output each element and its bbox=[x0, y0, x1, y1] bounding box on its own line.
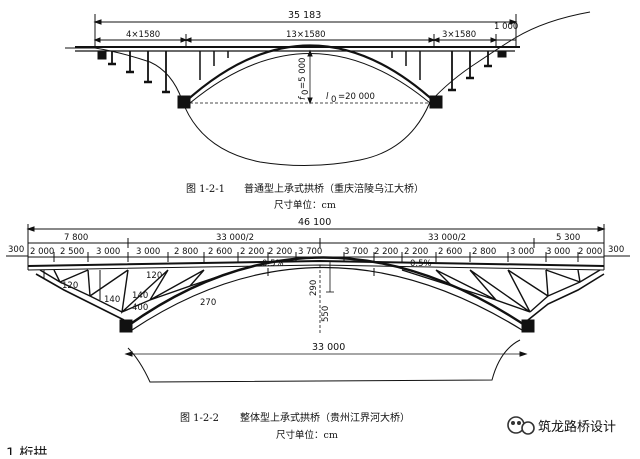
figure-2-labels: 46 100 300 300 7 800 33 000/2 33 000/2 5… bbox=[8, 217, 624, 441]
fig1-right-span: 3×1580 bbox=[442, 30, 476, 40]
fig1-caption-number: 图 1-2-1 bbox=[186, 183, 225, 195]
fig2-panel-labels-left: 2 000 2 500 3 000 3 000 2 800 2 600 2 20… bbox=[30, 247, 322, 257]
watermark-logo-icon bbox=[507, 416, 535, 435]
fig1-rise-label: f 0 =5 000 bbox=[298, 58, 311, 100]
fig2-caption-title: 整体型上承式拱桥（贵州江界河大桥） bbox=[240, 411, 410, 424]
fig2-label-g: 290 bbox=[309, 280, 319, 296]
crown-posts bbox=[267, 268, 375, 276]
watermark-text: 筑龙路桥设计 bbox=[538, 419, 616, 435]
fig2-slope-left: 0.5% bbox=[262, 259, 284, 269]
fig2-label-e: 400 bbox=[132, 303, 148, 313]
svg-text:2 200: 2 200 bbox=[404, 247, 428, 257]
fig2-label-c: 140 bbox=[104, 295, 120, 305]
spandrel-columns bbox=[199, 51, 421, 80]
watermark: 筑龙路桥设计 bbox=[507, 416, 616, 435]
fig2-span-bottom: 33 000 bbox=[312, 342, 345, 353]
fig2-half-left: 33 000/2 bbox=[216, 233, 254, 243]
fig1-left-span: 4×1580 bbox=[126, 30, 160, 40]
truss-left bbox=[35, 269, 239, 321]
fig2-total-span: 46 100 bbox=[298, 217, 331, 228]
svg-text:2 000: 2 000 bbox=[30, 247, 54, 257]
svg-text:=20 000: =20 000 bbox=[338, 92, 375, 102]
svg-text:=5 000: =5 000 bbox=[298, 58, 308, 89]
fig2-end-left: 300 bbox=[8, 245, 24, 255]
svg-text:2 800: 2 800 bbox=[472, 247, 496, 257]
svg-text:2 200: 2 200 bbox=[374, 247, 398, 257]
approach-piers-right bbox=[451, 51, 506, 90]
svg-text:2 200: 2 200 bbox=[268, 247, 292, 257]
fig2-label-h: 550 bbox=[321, 306, 331, 322]
fig2-label-a: 120 bbox=[62, 281, 78, 291]
truss-right bbox=[401, 269, 605, 321]
svg-text:3 700: 3 700 bbox=[344, 247, 368, 257]
svg-text:290: 290 bbox=[309, 280, 319, 296]
fig2-label-f: 270 bbox=[200, 298, 216, 308]
svg-text:3 000: 3 000 bbox=[96, 247, 120, 257]
panel-ticks bbox=[53, 252, 579, 262]
figure-2 bbox=[6, 224, 630, 383]
svg-text:l: l bbox=[326, 92, 329, 102]
svg-text:2 500: 2 500 bbox=[60, 247, 84, 257]
bottom-heading: 1 桁拱 bbox=[6, 446, 47, 455]
svg-text:3 000: 3 000 bbox=[136, 247, 160, 257]
fig1-center-span: 13×1580 bbox=[286, 30, 326, 40]
svg-text:3 700: 3 700 bbox=[298, 247, 322, 257]
fig2-label-d: 140 bbox=[132, 291, 148, 301]
approach-piers-left bbox=[111, 51, 167, 92]
fig1-total-span: 35 183 bbox=[288, 10, 321, 21]
fig1-span-label: l 0 =20 000 bbox=[326, 92, 375, 105]
svg-text:0: 0 bbox=[331, 95, 336, 105]
svg-text:2 800: 2 800 bbox=[174, 247, 198, 257]
svg-text:3 000: 3 000 bbox=[546, 247, 570, 257]
svg-text:2 000: 2 000 bbox=[578, 247, 602, 257]
svg-text:2 200: 2 200 bbox=[240, 247, 264, 257]
fig1-unit: 尺寸单位：cm bbox=[274, 199, 336, 211]
svg-text:0: 0 bbox=[301, 90, 311, 95]
svg-text:3 000: 3 000 bbox=[510, 247, 534, 257]
fig2-caption-number: 图 1-2-2 bbox=[180, 412, 219, 424]
svg-text:2 600: 2 600 bbox=[208, 247, 232, 257]
svg-text:f: f bbox=[298, 95, 308, 100]
fig2-half-right: 33 000/2 bbox=[428, 233, 466, 243]
fig2-right-group: 5 300 bbox=[556, 233, 580, 243]
fig2-end-right: 300 bbox=[608, 245, 624, 255]
fig1-caption-title: 普通型上承式拱桥（重庆涪陵乌江大桥） bbox=[244, 182, 424, 195]
svg-text:2 600: 2 600 bbox=[438, 247, 462, 257]
fig2-left-group: 7 800 bbox=[64, 233, 88, 243]
fig2-unit: 尺寸单位：cm bbox=[276, 429, 338, 441]
fig1-right-end: 1 000 bbox=[494, 22, 518, 32]
svg-text:550: 550 bbox=[321, 306, 331, 322]
fig2-slope-right: 0.5% bbox=[410, 259, 432, 269]
figure-1-labels: 35 183 4×1580 13×1580 3×1580 1 000 f 0 =… bbox=[126, 10, 518, 211]
figure-1 bbox=[65, 11, 591, 167]
fig2-panel-labels-right: 3 700 2 200 2 200 2 600 2 800 3 000 3 00… bbox=[344, 247, 602, 257]
fig2-label-b: 120 bbox=[146, 271, 162, 281]
